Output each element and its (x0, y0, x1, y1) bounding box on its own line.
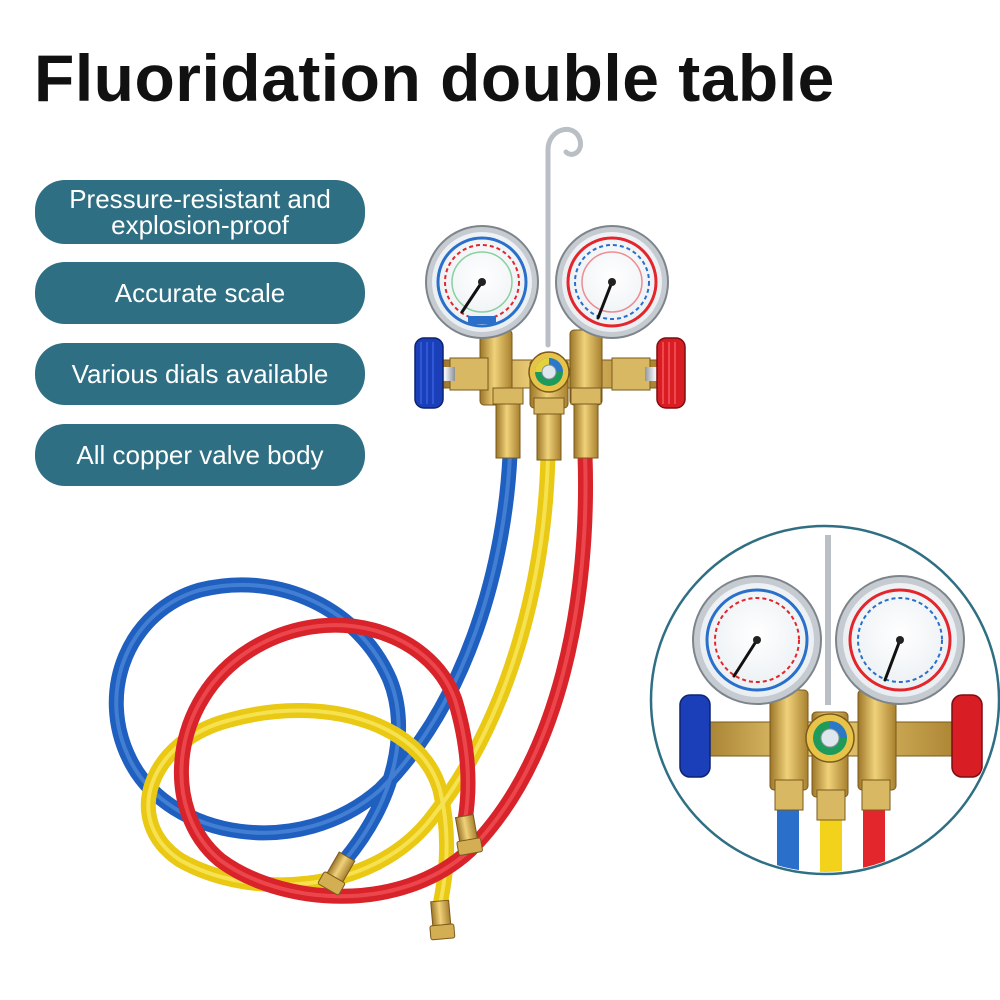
feature-line: Pressure-resistant and (69, 184, 331, 214)
gauge-icon (835, 575, 965, 705)
feature-various-dials: Various dials available (35, 343, 365, 405)
feature-line: Accurate scale (114, 278, 286, 308)
manifold (414, 127, 686, 461)
page-title: Fluoridation double table (34, 41, 835, 115)
valve-knob-icon (951, 694, 983, 778)
gauge-icon (425, 225, 539, 339)
feature-copper-valve-body: All copper valve body (35, 424, 365, 486)
gauge-icon (692, 575, 822, 705)
feature-line: All copper valve body (76, 440, 324, 470)
valve-knob-icon (679, 694, 711, 778)
gauge-icon (555, 225, 669, 339)
feature-line: Various dials available (71, 359, 329, 389)
valve-knob-icon (656, 337, 686, 409)
feature-line: explosion-proof (111, 210, 289, 240)
feature-accurate-scale: Accurate scale (35, 262, 365, 324)
feature-pressure-resistant: Pressure-resistant and explosion-proof (35, 180, 365, 244)
hook-icon (545, 127, 583, 348)
detail-inset (649, 524, 1000, 876)
hose-coils (108, 447, 593, 913)
hose-end-fittings (317, 813, 483, 941)
valve-knob-icon (414, 337, 444, 409)
